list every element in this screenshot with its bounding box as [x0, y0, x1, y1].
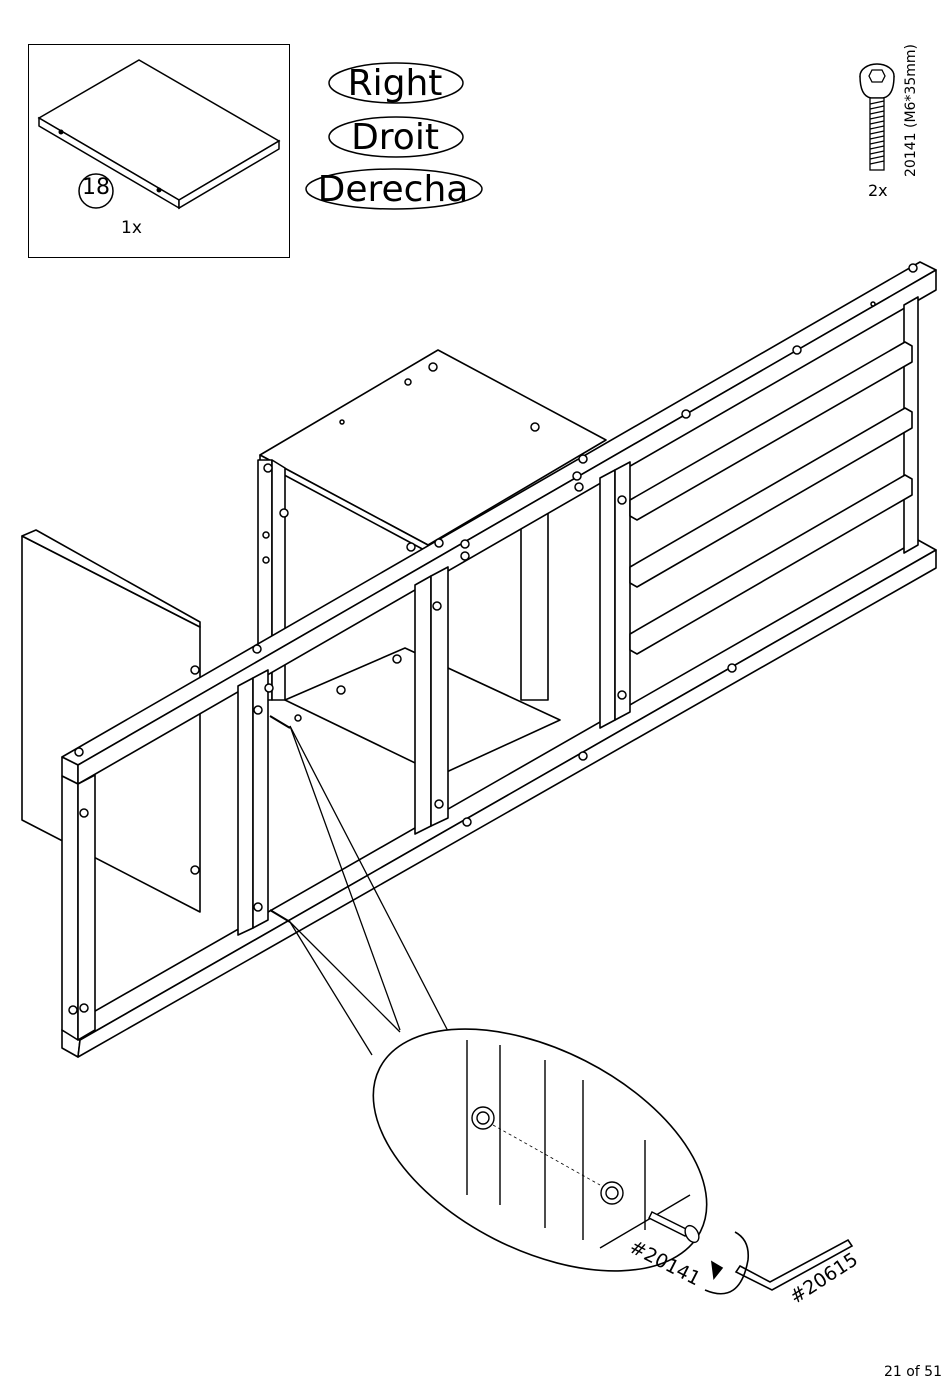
page-number: 21 of 51 — [884, 1364, 942, 1380]
